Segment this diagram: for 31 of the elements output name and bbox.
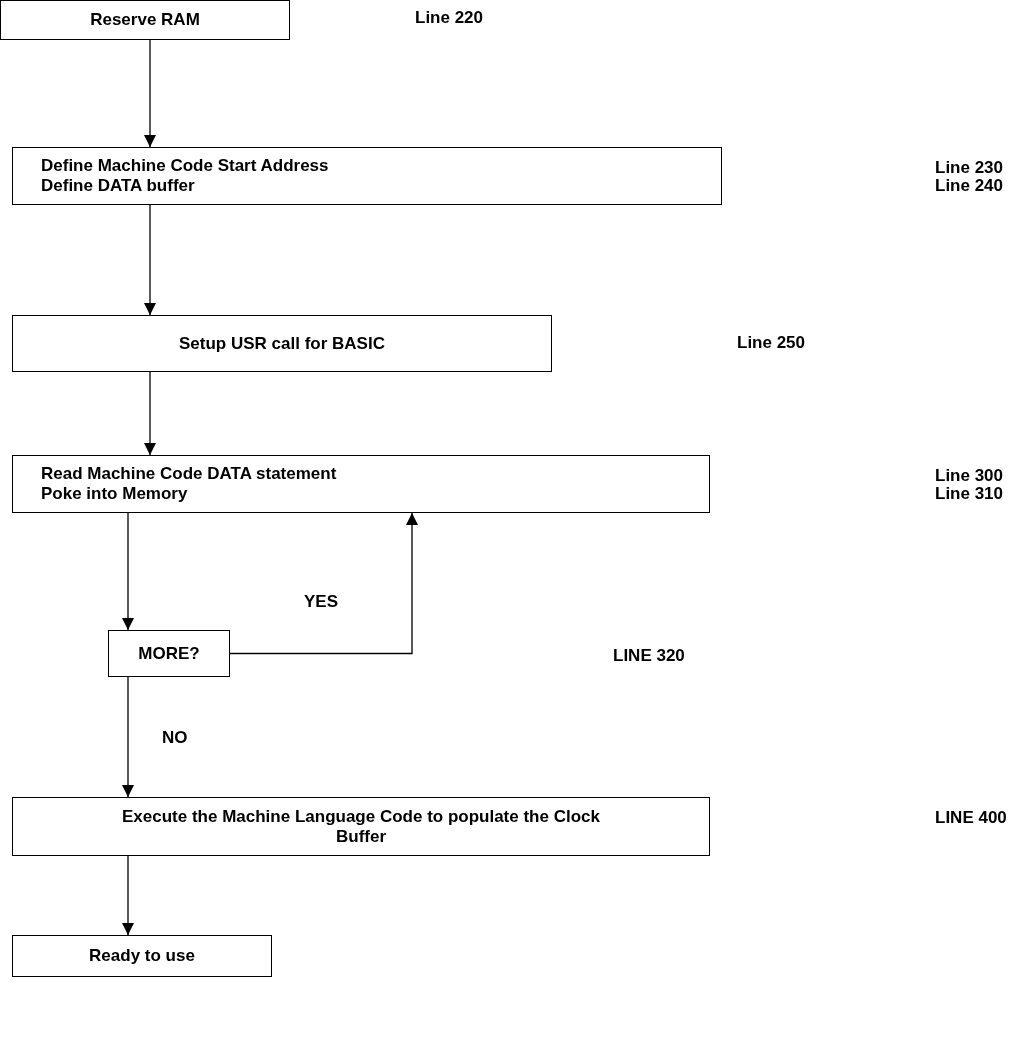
box-text: Poke into Memory — [41, 484, 188, 504]
box-text: Read Machine Code DATA statement — [41, 464, 337, 484]
line-number-label: Line 310 — [935, 484, 1004, 504]
process-box — [12, 797, 710, 856]
process-box — [0, 0, 290, 40]
arrow — [144, 204, 156, 316]
arrow — [122, 512, 134, 631]
arrow — [144, 39, 156, 148]
process-box — [12, 935, 272, 977]
process-box — [12, 455, 710, 513]
box-text: Define DATA buffer — [41, 176, 195, 196]
line-number-label: LINE 320 — [613, 646, 685, 666]
arrow — [122, 855, 134, 936]
box-text: Execute the Machine Language Code to populate the Clock Buffer — [121, 806, 601, 847]
process-box — [12, 147, 722, 205]
arrow — [122, 676, 134, 798]
process-box — [108, 630, 230, 677]
box-text: Define Machine Code Start Address — [41, 156, 329, 176]
box-text: Setup USR call for BASIC — [179, 333, 385, 354]
box-text: Ready to use — [89, 946, 195, 966]
box-text: MORE? — [138, 643, 200, 664]
process-box — [12, 315, 552, 372]
arrow — [144, 371, 156, 456]
line-number-label: Line 250 — [737, 333, 806, 353]
box-text: Reserve RAM — [90, 10, 200, 30]
line-number-label: Line 240 — [935, 176, 1004, 196]
line-number-label: LINE 400 — [935, 808, 1007, 828]
line-number-label: Line 300 — [935, 466, 1004, 486]
line-number-label: Line 230 — [935, 158, 1004, 178]
line-number-label: Line 220 — [415, 8, 484, 28]
arrow — [229, 512, 418, 655]
